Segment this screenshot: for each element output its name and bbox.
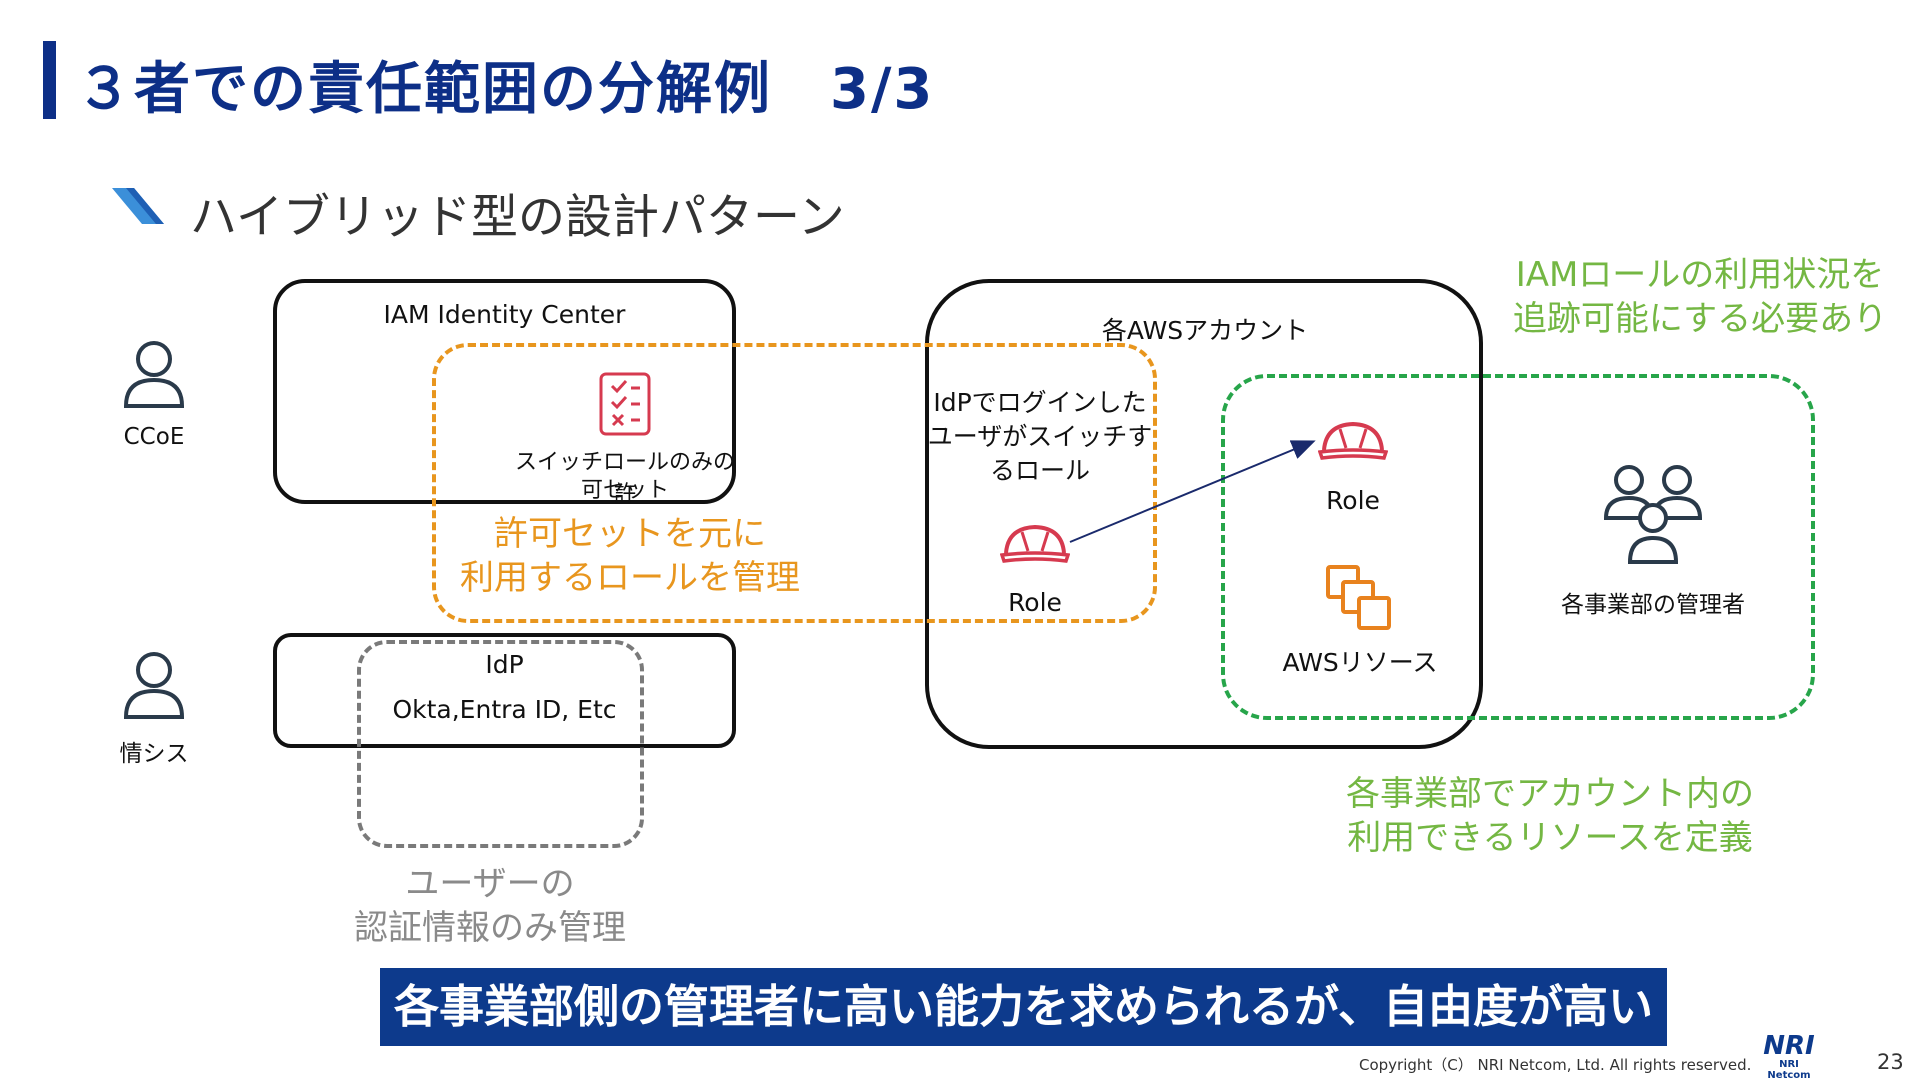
page-number: 23 [1877, 1050, 1904, 1074]
business-unit-scope-box [1221, 374, 1815, 720]
idp-title: IdP [485, 650, 524, 679]
aws-account-title: 各AWSアカウント [1101, 316, 1309, 345]
aws-resources-label: AWSリソース [1282, 648, 1438, 677]
managers-label: 各事業部の管理者 [1561, 592, 1745, 618]
green-top-note-line2: 追跡可能にする必要あり [1512, 299, 1888, 339]
aws-resources-icon [1326, 565, 1391, 630]
role-left-label: Role [1008, 588, 1062, 617]
user-auth-scope-box [357, 640, 644, 848]
switch-role-desc-line3: るロール [989, 456, 1090, 485]
title-accent-bar [43, 41, 56, 119]
actor-joushisu-label: 情シス [119, 741, 189, 767]
logo-text: NRI Netcom [1767, 1059, 1811, 1081]
role-right-label: Role [1326, 486, 1380, 515]
iam-identity-center-box [273, 279, 736, 504]
switch-role-desc-line2: ユーザがスイッチす [927, 422, 1153, 451]
iam-identity-center-title: IAM Identity Center [383, 300, 626, 329]
group-users-icon [1603, 465, 1703, 564]
gray-note-line1: ユーザーの [405, 864, 575, 904]
permission-set-label-line1: スイッチロールのみの許 [514, 450, 735, 507]
green-bottom-note-line1: 各事業部でアカウント内の [1346, 774, 1754, 814]
user-icon [123, 652, 185, 719]
actor-ccoe-label: CCoE [123, 424, 185, 450]
page-subtitle: ハイブリッド型の設計パターン [190, 190, 845, 245]
hardhat-role-icon [1000, 524, 1070, 563]
logo-mark: NRI [1763, 1031, 1815, 1061]
page-title: ３者での責任範囲の分解例 3/3 [76, 57, 935, 122]
user-icon [123, 341, 185, 408]
idp-providers: Okta,Entra ID, Etc [392, 695, 617, 724]
permission-scope-box [432, 343, 1157, 623]
orange-note-line2: 利用するロールを管理 [460, 558, 800, 598]
copyright: Copyright（C） NRI Netcom, Ltd. All rights… [1359, 1056, 1752, 1074]
conclusion-banner: 各事業部側の管理者に高い能力を求められるが、自由度が高い [380, 968, 1667, 1046]
green-top-note-line1: IAMロールの利用状況を [1515, 255, 1885, 295]
switch-role-arrow [1069, 440, 1316, 543]
company-logo: NRI NRI Netcom [1757, 1033, 1821, 1081]
permission-set-label-line2: 可セット [580, 478, 669, 503]
hardhat-role-icon [1318, 421, 1388, 460]
gray-note-line2: 認証情報のみ管理 [354, 908, 626, 948]
subtitle-bullet-icon [112, 188, 164, 224]
green-bottom-note-line2: 利用できるリソースを定義 [1347, 818, 1753, 858]
orange-note-line1: 許可セットを元に [494, 514, 766, 554]
checklist-icon [599, 372, 651, 436]
switch-role-desc-line1: IdPでログインした [933, 388, 1147, 417]
idp-box [273, 633, 736, 748]
aws-account-box [925, 279, 1483, 749]
